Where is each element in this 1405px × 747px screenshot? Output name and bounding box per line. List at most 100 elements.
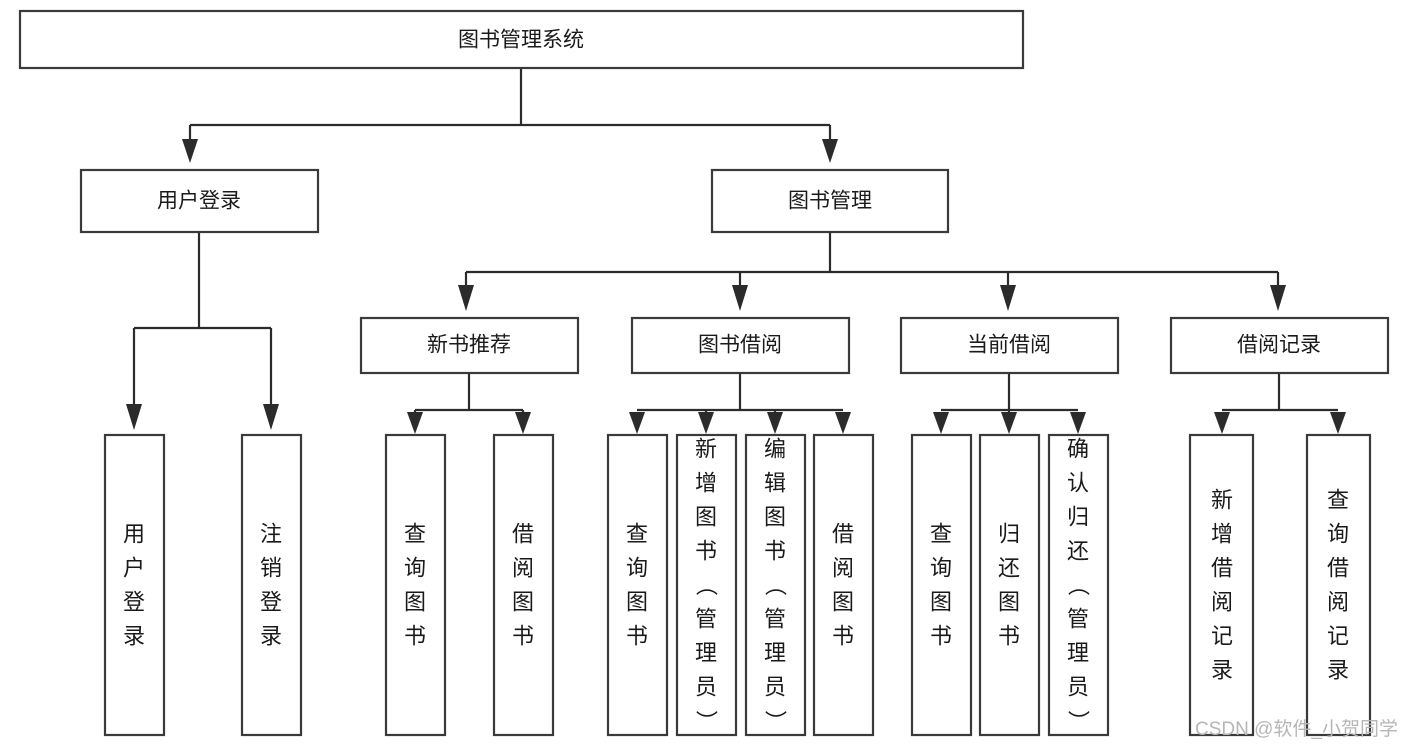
- node-user-login[interactable]: 用户登录: [79, 168, 320, 234]
- svg-text:书: 书: [930, 624, 952, 649]
- svg-text:阅: 阅: [1327, 590, 1349, 615]
- node-new-book-recommend-label: 新书推荐: [427, 334, 511, 357]
- svg-text:管: 管: [695, 607, 717, 632]
- node-borrow-record-box[interactable]: [1169, 316, 1390, 375]
- svg-text:图: 图: [832, 590, 854, 615]
- arrowhead-current-borrow: [1000, 285, 1016, 311]
- svg-text:查: 查: [930, 522, 952, 547]
- node-new-book-recommend-box[interactable]: [359, 316, 580, 375]
- node-current-borrow[interactable]: 当前借阅: [899, 316, 1120, 375]
- connector-group-new-book-recommend: [407, 373, 531, 434]
- node-leaf-query-book-3-box[interactable]: [910, 433, 973, 737]
- arrowhead-leaf-logout-login: [263, 404, 279, 430]
- node-book-management-box[interactable]: [710, 168, 950, 234]
- svg-text:图: 图: [404, 590, 426, 615]
- svg-text:查: 查: [404, 522, 426, 547]
- node-leaf-user-login[interactable]: 用户登录: [103, 433, 166, 737]
- svg-text:借: 借: [832, 522, 854, 547]
- svg-text:（: （: [694, 574, 719, 596]
- arrowhead-leaf-confirm-return: [1070, 412, 1086, 434]
- svg-text:户: 户: [123, 556, 145, 581]
- node-leaf-add-book-box[interactable]: [675, 433, 738, 737]
- svg-text:管: 管: [1067, 607, 1089, 632]
- node-root[interactable]: 图书管理系统: [18, 9, 1025, 70]
- svg-text:增: 增: [1211, 522, 1233, 547]
- svg-text:理: 理: [695, 641, 717, 666]
- svg-text:（: （: [763, 574, 788, 596]
- svg-text:书: 书: [404, 624, 426, 649]
- node-leaf-query-record-box[interactable]: [1305, 433, 1372, 737]
- connector-group-book-management: [458, 232, 1286, 311]
- connector-group-current-borrow: [933, 373, 1086, 434]
- svg-text:用: 用: [123, 522, 145, 547]
- svg-text:（: （: [1066, 574, 1091, 596]
- connector-group-borrow-record: [1214, 373, 1346, 434]
- arrowhead-leaf-edit-book: [767, 412, 783, 434]
- node-leaf-borrow-book-1-box[interactable]: [492, 433, 555, 737]
- node-borrow-record[interactable]: 借阅记录: [1169, 316, 1390, 375]
- svg-text:书: 书: [998, 624, 1020, 649]
- svg-text:阅: 阅: [832, 556, 854, 581]
- node-book-borrow[interactable]: 图书借阅: [630, 316, 851, 375]
- svg-text:新: 新: [695, 437, 717, 462]
- node-book-borrow-box[interactable]: [630, 316, 851, 375]
- svg-text:员: 员: [695, 675, 717, 700]
- svg-text:还: 还: [998, 556, 1020, 581]
- node-new-book-recommend[interactable]: 新书推荐: [359, 316, 580, 375]
- svg-text:）: ）: [1066, 710, 1091, 732]
- node-leaf-logout-login-box[interactable]: [240, 433, 303, 737]
- svg-text:确: 确: [1067, 437, 1089, 462]
- node-leaf-edit-book-box[interactable]: [744, 433, 807, 737]
- svg-text:书: 书: [832, 624, 854, 649]
- svg-text:阅: 阅: [1211, 590, 1233, 615]
- node-current-borrow-label: 当前借阅: [967, 334, 1051, 357]
- svg-text:理: 理: [1067, 641, 1089, 666]
- node-current-borrow-box[interactable]: [899, 316, 1120, 375]
- node-leaf-borrow-book-2-box[interactable]: [812, 433, 875, 737]
- svg-text:询: 询: [626, 556, 648, 581]
- node-leaf-query-book-1-box[interactable]: [384, 433, 447, 737]
- node-leaf-query-book-2-box[interactable]: [606, 433, 669, 737]
- node-leaf-user-login-box[interactable]: [103, 433, 166, 737]
- svg-text:）: ）: [694, 710, 719, 732]
- svg-text:图: 图: [930, 590, 952, 615]
- connector-group-root: [182, 68, 838, 163]
- arrowhead-leaf-query-record: [1330, 412, 1346, 434]
- node-leaf-confirm-return-box[interactable]: [1047, 433, 1110, 737]
- arrowhead-leaf-add-book: [698, 412, 714, 434]
- svg-text:借: 借: [1211, 556, 1233, 581]
- svg-text:注: 注: [260, 522, 282, 547]
- arrowhead-book-borrow: [732, 285, 748, 311]
- node-user-login-box[interactable]: [79, 168, 320, 234]
- svg-text:图: 图: [998, 590, 1020, 615]
- node-root-box[interactable]: [18, 9, 1025, 70]
- arrowhead-book-management: [822, 139, 838, 163]
- svg-text:书: 书: [764, 539, 786, 564]
- arrowhead-leaf-query-book-3: [933, 412, 949, 434]
- node-leaf-return-book-box[interactable]: [978, 433, 1041, 737]
- svg-text:借: 借: [512, 522, 534, 547]
- svg-text:录: 录: [260, 624, 282, 649]
- svg-text:图: 图: [512, 590, 534, 615]
- node-book-management[interactable]: 图书管理: [710, 168, 950, 234]
- svg-text:查: 查: [1327, 488, 1349, 513]
- arrowhead-leaf-query-book-1: [407, 412, 423, 434]
- svg-text:销: 销: [260, 556, 282, 581]
- node-leaf-add-record-box[interactable]: [1188, 433, 1255, 737]
- arrowhead-borrow-record: [1270, 285, 1286, 311]
- arrowhead-leaf-borrow-book-1: [515, 412, 531, 434]
- svg-text:新: 新: [1211, 488, 1233, 513]
